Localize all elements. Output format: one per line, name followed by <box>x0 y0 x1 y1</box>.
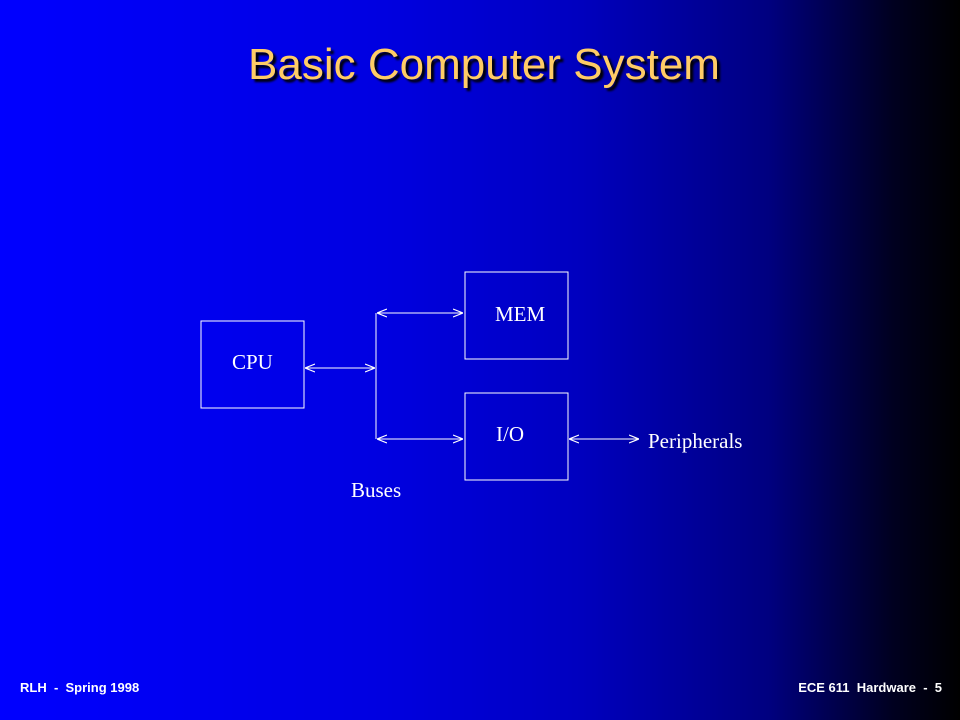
slide-title: Basic Computer System <box>248 40 720 89</box>
cpu-box <box>200 320 305 409</box>
buses-label: Buses <box>351 478 401 502</box>
cpu-label: CPU <box>232 350 273 374</box>
footer-right: ECE 611 Hardware - 5 <box>798 680 942 695</box>
footer-left: RLH - Spring 1998 <box>20 680 140 695</box>
io-label: I/O <box>496 422 524 446</box>
mem-label: MEM <box>495 302 546 326</box>
peripherals-label: Peripherals <box>648 429 742 453</box>
mem-box <box>464 271 569 360</box>
io-box <box>464 392 569 481</box>
